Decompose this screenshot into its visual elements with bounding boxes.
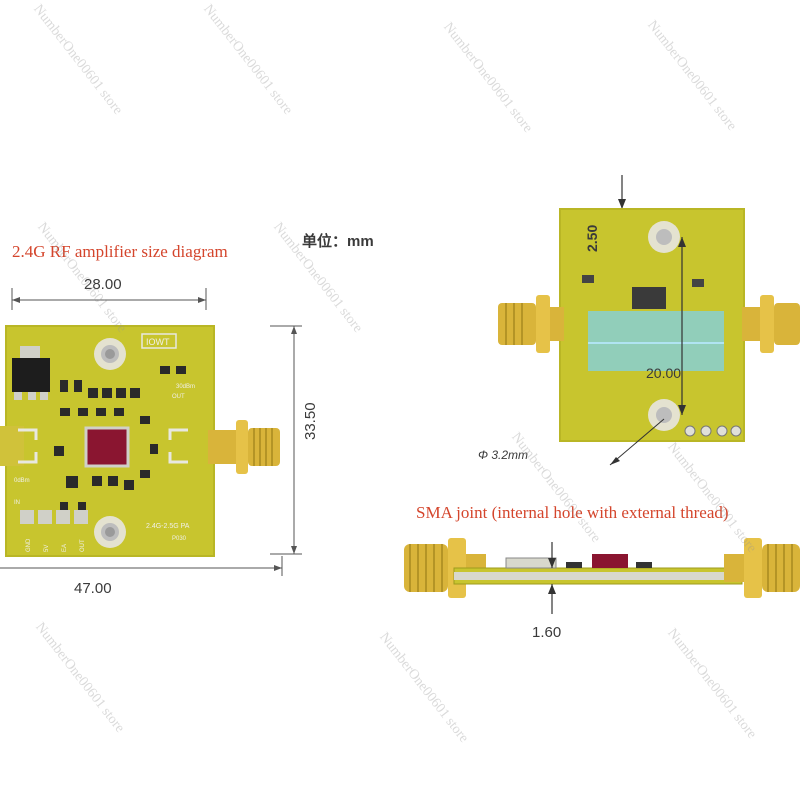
sma-joint-label: SMA joint (internal hole with external t… xyxy=(416,503,729,522)
dim-width-top: 28.00 xyxy=(84,276,122,293)
watermark: NumberOne00601 store xyxy=(644,18,740,134)
dim-height-right: 33.50 xyxy=(302,402,319,440)
dim-spacing: 20.00 xyxy=(646,365,682,381)
board-model: 2.4G-2.5G PA xyxy=(146,523,190,530)
board-out-power: 30dBm xyxy=(176,384,195,390)
board-logo: IOWT xyxy=(146,337,170,347)
highlight-region xyxy=(588,311,724,371)
watermark: NumberOne00601 store xyxy=(32,620,128,736)
watermark: NumberOne00601 store xyxy=(440,20,536,136)
watermark: NumberOne00601 store xyxy=(200,2,296,118)
dim-width-bottom: 47.00 xyxy=(74,580,112,597)
watermark: NumberOne00601 store xyxy=(30,2,126,118)
right-top-view xyxy=(498,175,800,466)
board-out-label: OUT xyxy=(172,394,185,400)
board-in-label: IN xyxy=(14,500,20,506)
dim-top-line xyxy=(11,288,207,310)
watermark: NumberOne00601 store xyxy=(376,630,472,746)
pin-out: OUT xyxy=(80,539,86,552)
pin-gnd: GND xyxy=(26,538,32,552)
watermark: NumberOne00601 store xyxy=(664,626,760,742)
pin-5v: 5V xyxy=(44,545,50,552)
pa-chip xyxy=(84,426,130,468)
right-side-view xyxy=(404,538,800,614)
right-top-sma-right xyxy=(742,295,800,353)
dim-thickness: 1.60 xyxy=(532,624,562,641)
pin-ea: EA xyxy=(62,544,68,552)
left-board-view: IOWT 30dBm OUT 0dBm IN 2.4G-2.5G PA P030… xyxy=(0,288,302,576)
dim-offset: 2.50 xyxy=(584,224,600,252)
mounting-hole-icon xyxy=(94,338,126,548)
board-part: P030 xyxy=(172,536,187,542)
left-sma-connector xyxy=(208,420,280,474)
right-top-sma-left xyxy=(498,295,564,353)
dim-hole: Φ 3.2mm xyxy=(478,448,529,462)
side-sma-right xyxy=(724,538,800,598)
unit-label: 单位：mm xyxy=(302,233,374,250)
board-in-power: 0dBm xyxy=(14,478,30,484)
diagram-title: 2.4G RF amplifier size diagram xyxy=(12,242,228,261)
mounting-hole-icon xyxy=(648,221,680,431)
